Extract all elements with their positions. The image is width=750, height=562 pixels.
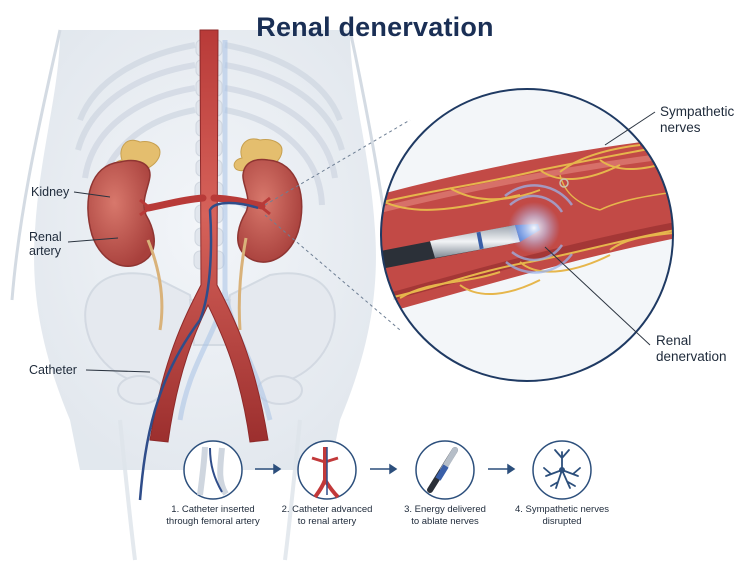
label-catheter-text: Catheter: [29, 363, 77, 377]
label-sympathetic-nerves: Sympathetic nerves: [660, 104, 734, 136]
label-denervation-line2: denervation: [656, 349, 727, 364]
label-sympathetic-line1: Sympathetic: [660, 104, 735, 119]
step-2-line2: to renal artery: [297, 516, 357, 527]
step-1-caption: 1. Catheter inserted through femoral art…: [153, 504, 273, 528]
label-denervation-line1: Renal: [656, 333, 692, 348]
step-3-caption: 3. Energy delivered to ablate nerves: [385, 504, 505, 528]
magnified-view: [380, 88, 674, 382]
step-1-femoral-artery-icon: [183, 440, 243, 500]
aorta: [139, 29, 271, 443]
step-1-line2: through femoral artery: [166, 516, 260, 527]
label-renal-denervation: Renal denervation: [656, 333, 727, 365]
zoom-leader-lines: [264, 119, 411, 331]
step-3-line1: 3. Energy delivered: [404, 504, 486, 515]
label-renal-artery-line1: Renal: [29, 230, 62, 244]
label-kidney-text: Kidney: [31, 185, 70, 199]
step-4-caption: 4. Sympathetic nerves disrupted: [502, 504, 622, 528]
step-2-renal-artery-icon: [297, 440, 357, 500]
page-title: Renal denervation: [256, 12, 494, 42]
step-4-line1: 4. Sympathetic nerves: [515, 504, 609, 515]
right-kidney: [233, 138, 303, 263]
step-2-line1: 2. Catheter advanced: [281, 504, 373, 515]
label-leaders: [67, 111, 656, 373]
step-3-line2: to ablate nerves: [411, 516, 479, 527]
label-renal-artery-line2: artery: [29, 244, 61, 258]
label-sympathetic-line2: nerves: [660, 120, 701, 135]
step-1-line1: 1. Catheter inserted: [171, 504, 255, 515]
step-3-catheter-tip-icon: [415, 440, 475, 500]
step-4-nerve-cell-icon: [532, 440, 592, 500]
step-4-line2: disrupted: [542, 516, 582, 527]
step-arrows: [255, 463, 516, 475]
label-kidney: Kidney: [31, 185, 69, 199]
ribcage: [75, 42, 345, 206]
catheter-path: [138, 201, 259, 501]
legs: [118, 419, 302, 561]
label-renal-artery: Renal artery: [29, 230, 62, 258]
label-catheter: Catheter: [29, 363, 77, 377]
step-2-caption: 2. Catheter advanced to renal artery: [267, 504, 387, 528]
ureters: [146, 237, 248, 331]
left-kidney: [87, 139, 161, 267]
